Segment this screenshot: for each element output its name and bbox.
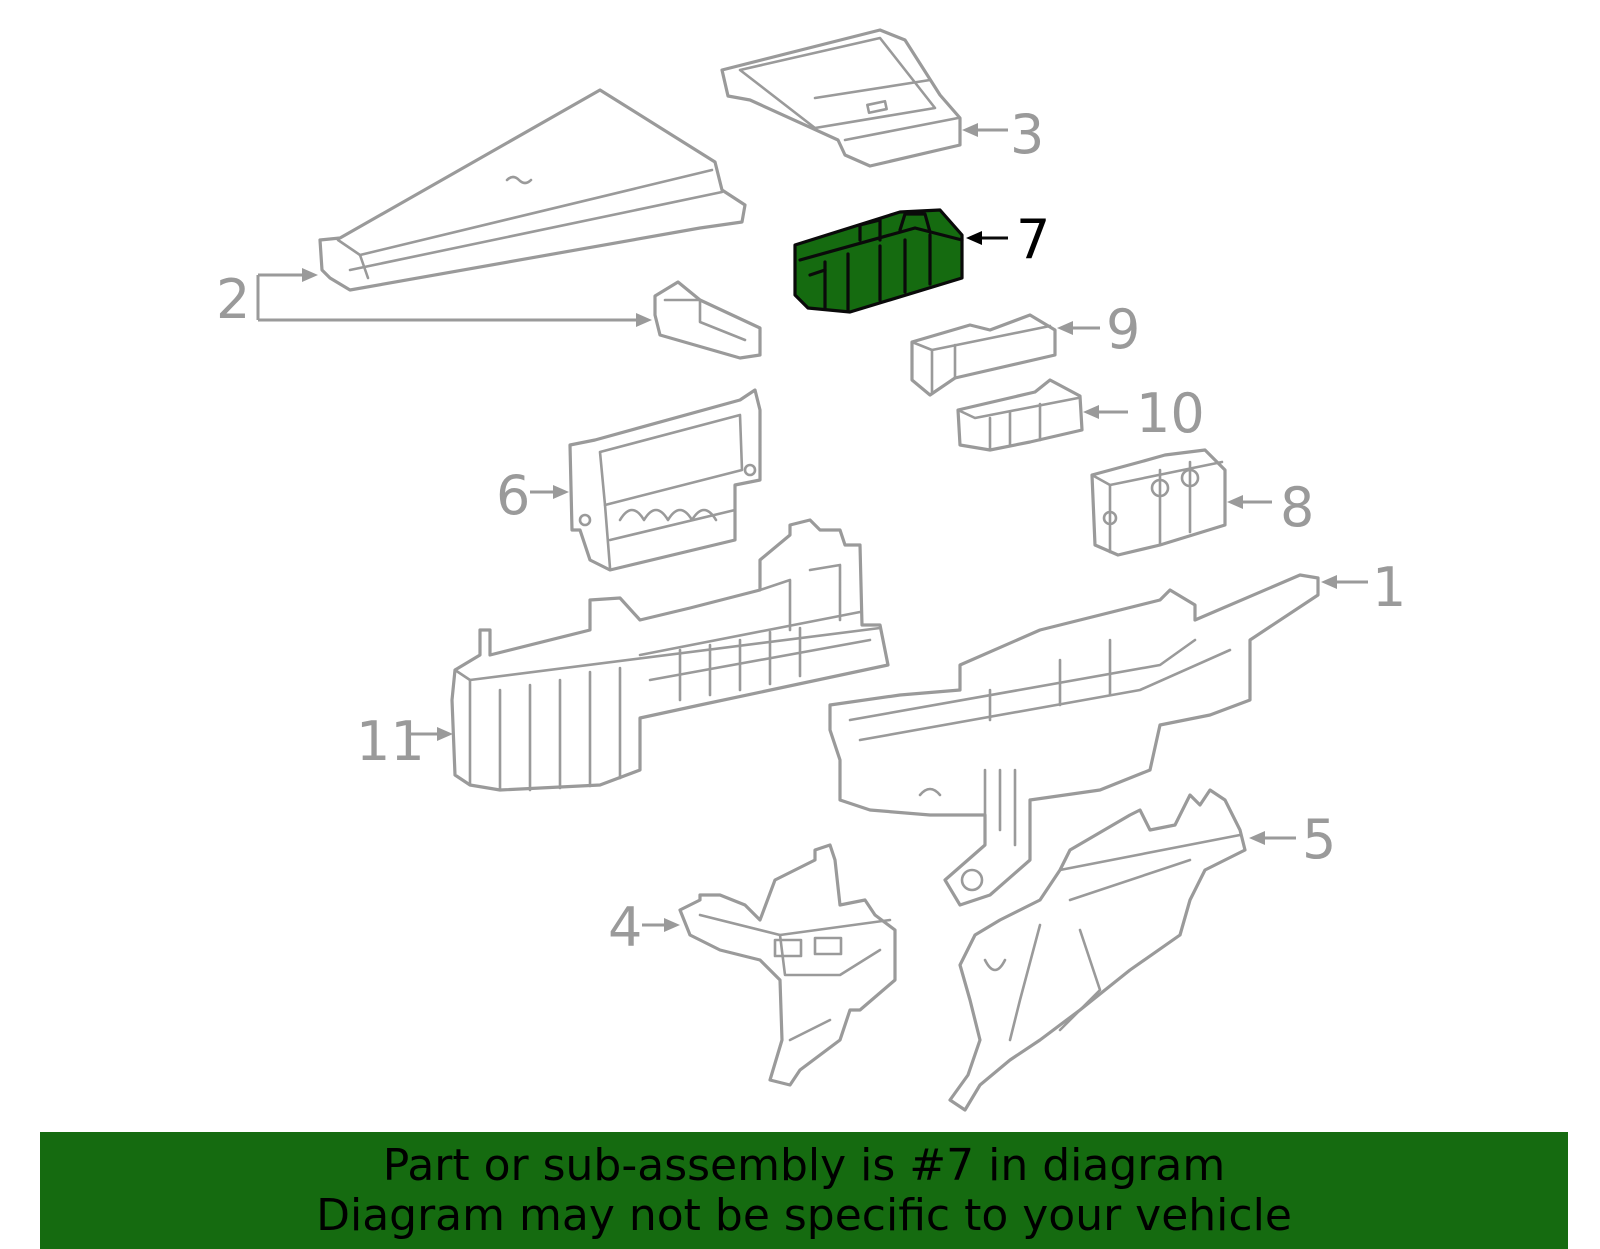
callout-8-label: 8 [1280, 476, 1314, 539]
part-10-connector [956, 378, 1084, 452]
callout-7: 7 [966, 208, 1050, 271]
callout-9: 9 [1057, 298, 1140, 361]
part-7-highlighted-relay [793, 208, 964, 314]
part-2-small-cap [653, 280, 762, 360]
callout-10-label: 10 [1136, 382, 1205, 445]
part-8-terminal-block [1090, 448, 1227, 557]
callout-10: 10 [1083, 382, 1205, 445]
callout-4-label: 4 [608, 896, 642, 959]
banner-line-1: Part or sub-assembly is #7 in diagram [382, 1139, 1226, 1191]
callout-2-label: 2 [216, 268, 250, 331]
part-1-lower-tray [828, 573, 1320, 907]
callout-1-label: 1 [1372, 556, 1406, 619]
callout-3-label: 3 [1010, 103, 1044, 166]
callout-7-label: 7 [1016, 208, 1050, 271]
part-5-bracket [948, 788, 1247, 1112]
callout-1: 1 [1321, 556, 1406, 619]
part-2-lid [318, 88, 747, 292]
part-9-connector [910, 313, 1057, 397]
part-6-relay-box [568, 388, 762, 572]
callout-6: 6 [496, 464, 569, 527]
part-11-fuse-block [450, 518, 890, 792]
part-3-cover [720, 28, 962, 168]
callout-5-label: 5 [1302, 808, 1336, 871]
callout-11-label: 11 [356, 710, 425, 773]
banner-line-2: Diagram may not be specific to your vehi… [316, 1189, 1292, 1241]
callout-4: 4 [608, 896, 680, 959]
part-4-bracket [678, 843, 897, 1087]
callout-2: 2 [216, 268, 652, 331]
callout-3: 3 [962, 103, 1044, 166]
callout-5: 5 [1249, 808, 1336, 871]
callout-6-label: 6 [496, 464, 530, 527]
callout-9-label: 9 [1106, 298, 1140, 361]
info-banner: Part or sub-assembly is #7 in diagram Di… [40, 1132, 1568, 1249]
callout-11: 11 [356, 710, 453, 773]
callout-8: 8 [1227, 476, 1314, 539]
